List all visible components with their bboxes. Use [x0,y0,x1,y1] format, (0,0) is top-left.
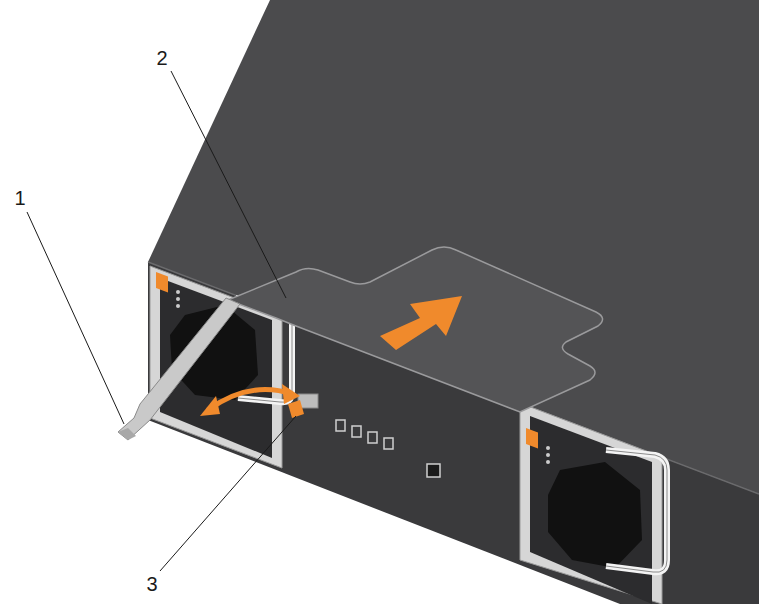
insertion-arrow [380,296,462,350]
rotation-arrow-head [200,396,220,416]
chassis-front [148,262,759,604]
callout-number: 3 [144,573,159,595]
front-ports [336,420,440,477]
card-bracket [118,298,240,440]
rotation-arrow-head [282,384,300,404]
expansion-card [228,247,603,412]
rotation-arrow [208,390,292,410]
power-supply-right [520,403,667,604]
callout-number: 2 [154,47,169,69]
leader-lines [27,71,296,571]
callout-number: 1 [12,187,27,209]
